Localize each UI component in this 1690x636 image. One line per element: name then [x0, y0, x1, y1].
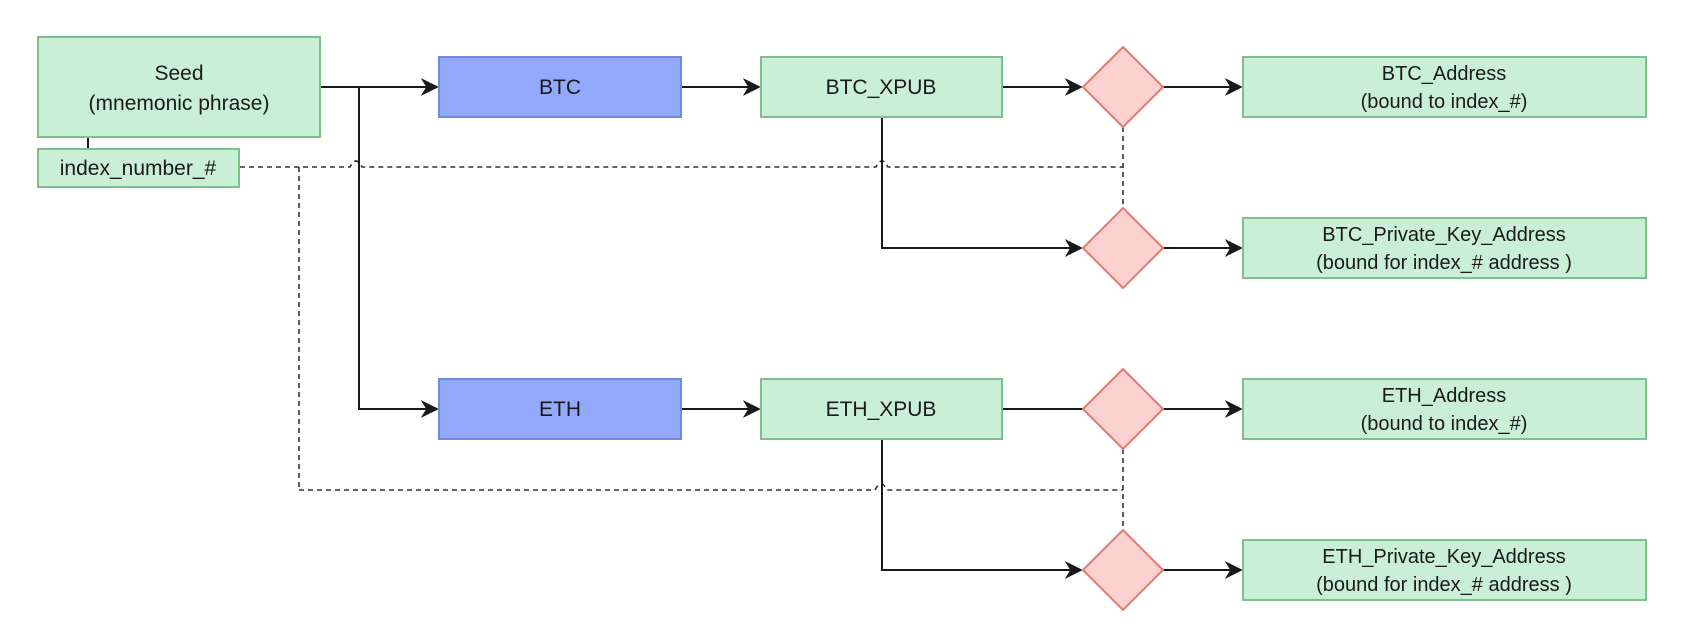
btc-private-sublabel: (bound for index_# address ) [1316, 252, 1572, 274]
btc-node: BTC [438, 56, 682, 118]
eth-xpub-label: ETH_XPUB [826, 398, 937, 421]
seed-sublabel: (mnemonic phrase) [89, 92, 270, 115]
seed-label: Seed [154, 62, 203, 85]
btc-private-label: BTC_Private_Key_Address [1322, 224, 1565, 246]
eth-xpub-node: ETH_XPUB [760, 378, 1003, 440]
btc-private-node: BTC_Private_Key_Address (bound for index… [1242, 217, 1647, 279]
eth-private-decision [1081, 528, 1165, 612]
index-node: index_number_# [37, 148, 240, 188]
seed-node: Seed (mnemonic phrase) [37, 36, 321, 138]
btc-xpub-label: BTC_XPUB [826, 76, 937, 99]
edge-btcxpub-private [881, 117, 1083, 257]
eth-private-label: ETH_Private_Key_Address [1322, 546, 1565, 568]
btc-address-label: BTC_Address [1382, 63, 1507, 85]
eth-private-node: ETH_Private_Key_Address (bound for index… [1242, 539, 1647, 601]
edges [87, 78, 1243, 579]
eth-private-sublabel: (bound for index_# address ) [1316, 574, 1572, 596]
btc-address-node: BTC_Address (bound to index_#) [1242, 56, 1647, 118]
eth-node: ETH [438, 378, 682, 440]
index-line-eth [299, 483, 1123, 491]
eth-label: ETH [539, 398, 581, 421]
btc-xpub-node: BTC_XPUB [760, 56, 1003, 118]
edge-seed-eth [358, 87, 439, 418]
btc-label: BTC [539, 76, 581, 99]
btc-address-sublabel: (bound to index_#) [1361, 91, 1528, 113]
eth-address-label: ETH_Address [1382, 385, 1507, 407]
eth-address-node: ETH_Address (bound to index_#) [1242, 378, 1647, 440]
index-dashed-connectors [240, 127, 1124, 529]
eth-address-sublabel: (bound to index_#) [1361, 413, 1528, 435]
btc-private-decision [1081, 206, 1165, 290]
eth-address-decision [1081, 367, 1165, 451]
index-label: index_number_# [60, 157, 217, 180]
edge-ethxpub-private [881, 439, 1083, 579]
btc-address-decision [1081, 45, 1165, 129]
index-line-btc [240, 160, 1123, 168]
